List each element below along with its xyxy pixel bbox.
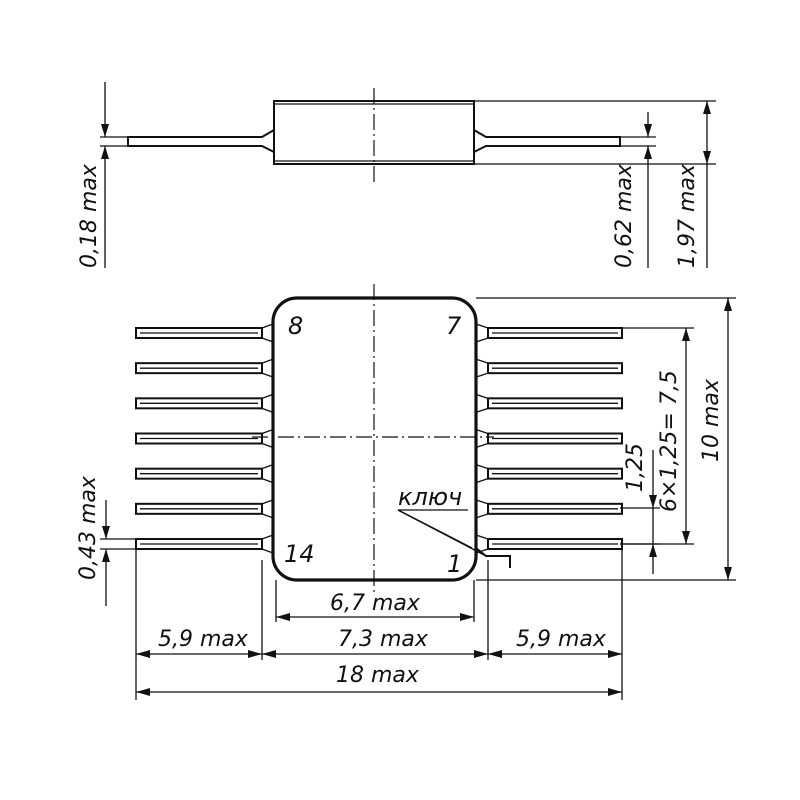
dim-10-arrow-bottom	[724, 567, 732, 580]
dim-pitch-text: 1,25	[623, 443, 648, 492]
dim-197-text: 1,97 max	[675, 163, 700, 268]
lead-pin-13	[135, 499, 274, 519]
dim-10-text: 10 max	[699, 378, 724, 462]
lead-pin-6	[475, 358, 623, 378]
lead-pin-9	[135, 358, 274, 378]
dim-10-arrow-top	[724, 298, 732, 311]
dim-pitchtotal-arrow-bottom	[682, 531, 690, 544]
key-label: ключ	[398, 483, 462, 511]
dim-59l-arrow-left	[136, 650, 150, 658]
dim-67-text: 6,7 max	[330, 591, 421, 616]
dim-043-text: 0,43 max	[76, 475, 101, 580]
dim-pitchtotal-text: 6×1,25= 7,5	[657, 370, 682, 512]
lead-pin-12	[135, 464, 274, 484]
top-view: 8 7 14 1 ключ 0,43 max 1,25 6×1,25= 7,5	[76, 284, 736, 700]
dim-73-text: 7,3 max	[338, 627, 429, 652]
dim-73-arrow-left	[262, 650, 276, 658]
pin-label-14: 14	[284, 540, 315, 568]
dim-67-arrow-right	[460, 613, 474, 621]
dim-18-arrow-right	[608, 688, 622, 696]
left-leads	[135, 323, 274, 554]
dim-59r-arrow-left	[488, 650, 502, 658]
dim-59r-arrow-right	[608, 650, 622, 658]
dim-062-arrow-bottom	[644, 146, 652, 159]
dim-018-arrow-bottom	[101, 146, 109, 159]
dim-18-text: 18 max	[336, 663, 420, 688]
dim-59-right-text: 5,9 max	[516, 627, 607, 652]
lead-pin-8	[135, 323, 274, 343]
dim-043-arrow-top	[102, 526, 110, 539]
dim-197-arrow-top	[703, 101, 711, 114]
dim-043-arrow-bottom	[102, 549, 110, 562]
lead-pin-2	[475, 499, 623, 519]
key-leader-2	[397, 509, 487, 557]
side-view: 0,18 max 0,62 max 1,97 max	[77, 82, 716, 268]
dim-018-arrow-top	[101, 124, 109, 137]
lead-pin-5	[475, 393, 623, 413]
pin-label-8: 8	[288, 312, 303, 340]
lead-pin-11	[135, 428, 274, 449]
package-body	[271, 296, 478, 582]
lead-pin-14	[135, 534, 274, 554]
dim-59-left-text: 5,9 max	[158, 627, 249, 652]
dim-pitchtotal-arrow-top	[682, 328, 690, 341]
lead-pin-3	[475, 464, 623, 484]
side-right-lead	[473, 129, 621, 153]
side-left-lead	[127, 129, 275, 153]
dim-67-arrow-left	[276, 613, 290, 621]
dim-062-text: 0,62 max	[612, 163, 637, 268]
dim-pitch-arrow-b	[649, 544, 657, 557]
dim-062-arrow-top	[644, 124, 652, 137]
pin-label-1: 1	[447, 550, 462, 578]
pin-label-7: 7	[446, 312, 462, 340]
dim-59l-arrow-right	[248, 650, 262, 658]
lead-pin-4	[475, 428, 623, 449]
dim-pitch-arrow-a	[649, 495, 657, 508]
lead-pin-10	[135, 393, 274, 413]
dim-18-arrow-left	[136, 688, 150, 696]
right-leads	[475, 323, 623, 554]
dim-197-arrow-bottom	[703, 151, 711, 164]
dim-018-text: 0,18 max	[77, 163, 102, 268]
lead-pin-1	[475, 534, 623, 554]
dim-73-arrow-right	[474, 650, 488, 658]
lead-pin-7	[475, 323, 623, 343]
